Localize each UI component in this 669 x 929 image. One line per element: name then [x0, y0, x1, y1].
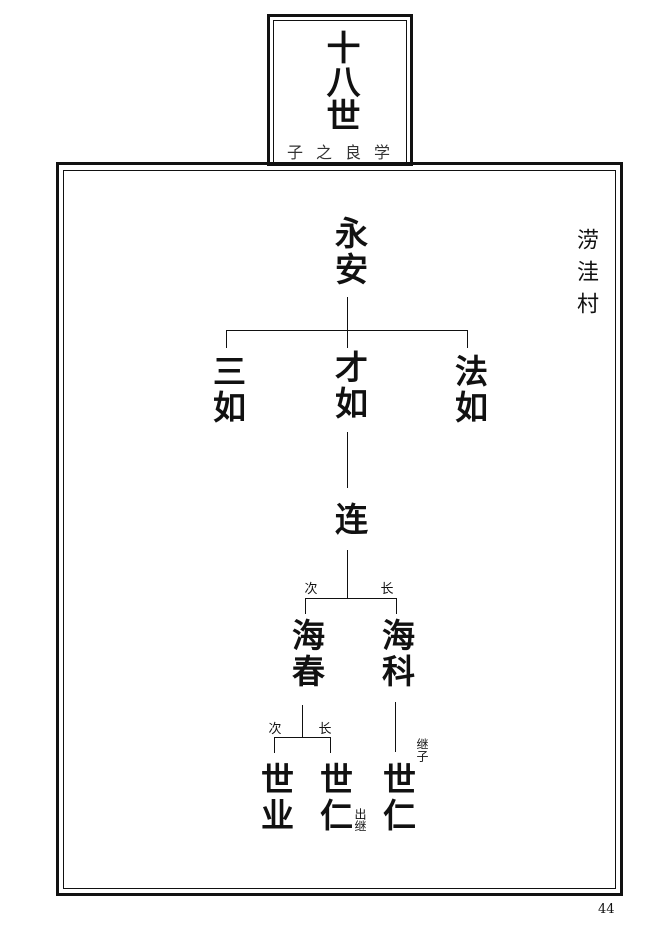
- village-name: 涝洼村: [573, 228, 598, 324]
- node-shiren-adopted: 世仁: [377, 762, 417, 834]
- node-haike: 海科: [376, 618, 416, 690]
- adopted-out-note: 出继: [353, 808, 367, 832]
- order-label: 次: [304, 582, 318, 597]
- node-haichun: 海春: [286, 618, 326, 690]
- order-label: 次: [268, 722, 282, 737]
- generation-names: 子之良学: [287, 143, 404, 162]
- node-shiye: 世业: [255, 762, 295, 834]
- adopted-note: 继子: [415, 738, 429, 762]
- page-number: 44: [598, 902, 615, 917]
- node-root: 永安: [329, 216, 369, 288]
- node-faru: 法如: [449, 354, 489, 426]
- node-cairu: 才如: [329, 350, 369, 422]
- order-label: 长: [318, 722, 332, 737]
- tree-frame: [56, 162, 623, 896]
- order-label: 长: [380, 582, 394, 597]
- node-shiren: 世仁: [314, 762, 354, 834]
- node-sanru: 三如: [207, 354, 247, 426]
- node-lian: 连: [329, 502, 369, 538]
- generation-title: 十八世: [320, 30, 360, 132]
